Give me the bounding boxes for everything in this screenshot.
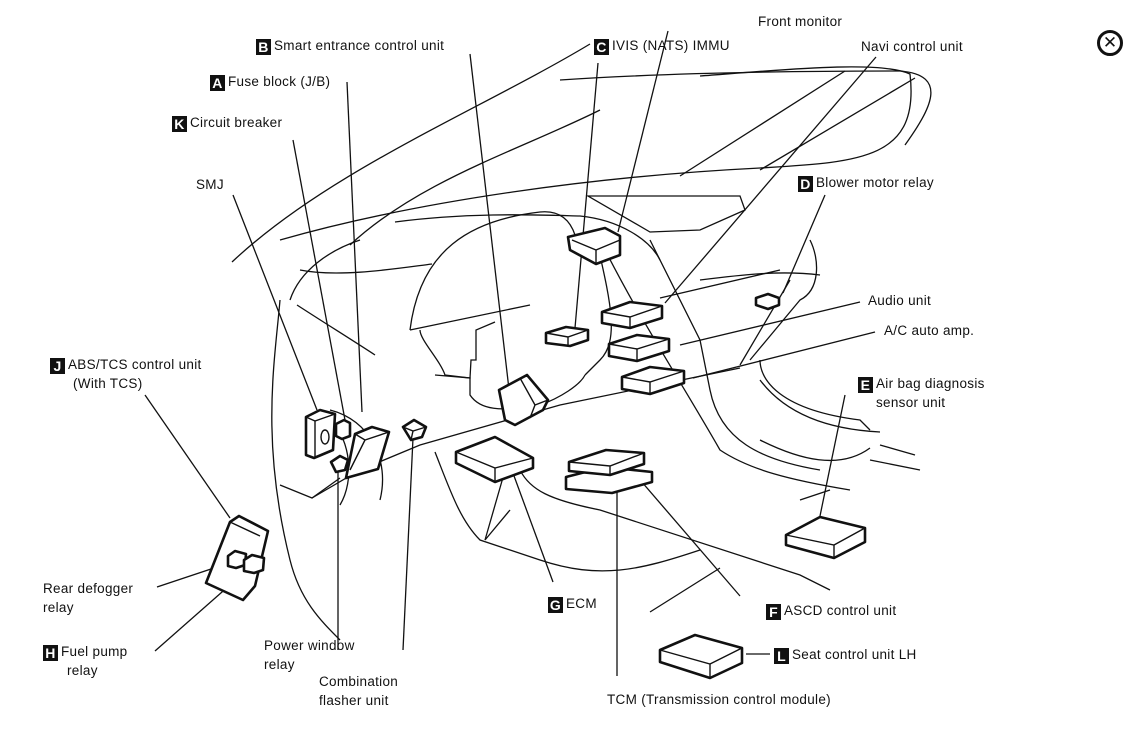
fuse-block-box — [344, 425, 391, 480]
leader-lines — [144, 30, 877, 676]
label-navi: Navi control unit — [861, 39, 963, 54]
label-front-monitor: Front monitor — [758, 14, 843, 29]
code-badge: F — [766, 604, 781, 620]
code-badge: A — [210, 75, 225, 91]
ivis-box — [544, 325, 590, 348]
front-monitor-box — [566, 226, 622, 266]
component-boxes — [204, 226, 867, 680]
fuel-pump-relay-box — [242, 553, 266, 575]
ascd-box — [567, 448, 646, 477]
code-badge: D — [798, 176, 813, 192]
airbag-box — [784, 515, 867, 560]
code-badge: H — [43, 645, 58, 661]
label-tcm: TCM (Transmission control module) — [607, 692, 831, 707]
ecm-box — [454, 435, 535, 484]
seat-box — [658, 633, 744, 680]
code-badge: K — [172, 116, 187, 132]
code-badge: B — [256, 39, 271, 55]
dashboard-outline — [231, 43, 932, 641]
close-icon[interactable]: ✕ — [1097, 30, 1123, 56]
navi-box — [600, 300, 664, 330]
audio-box — [607, 333, 671, 363]
label-audio: Audio unit — [868, 293, 932, 308]
label-ac-amp: A/C auto amp. — [884, 323, 975, 338]
smart-entrance-box — [497, 373, 550, 427]
circuit-breaker-box — [334, 418, 352, 441]
code-badge: C — [594, 39, 609, 55]
code-badge: J — [50, 358, 65, 374]
ac-amp-box — [620, 365, 686, 396]
label-smj: SMJ — [196, 177, 224, 192]
combination-flasher-box — [401, 418, 428, 442]
power-window-relay-box — [329, 454, 350, 474]
code-badge: E — [858, 377, 873, 393]
blower-relay-box — [754, 292, 781, 311]
code-badge: G — [548, 597, 563, 613]
code-badge: L — [774, 648, 789, 664]
smj-box — [304, 408, 337, 460]
